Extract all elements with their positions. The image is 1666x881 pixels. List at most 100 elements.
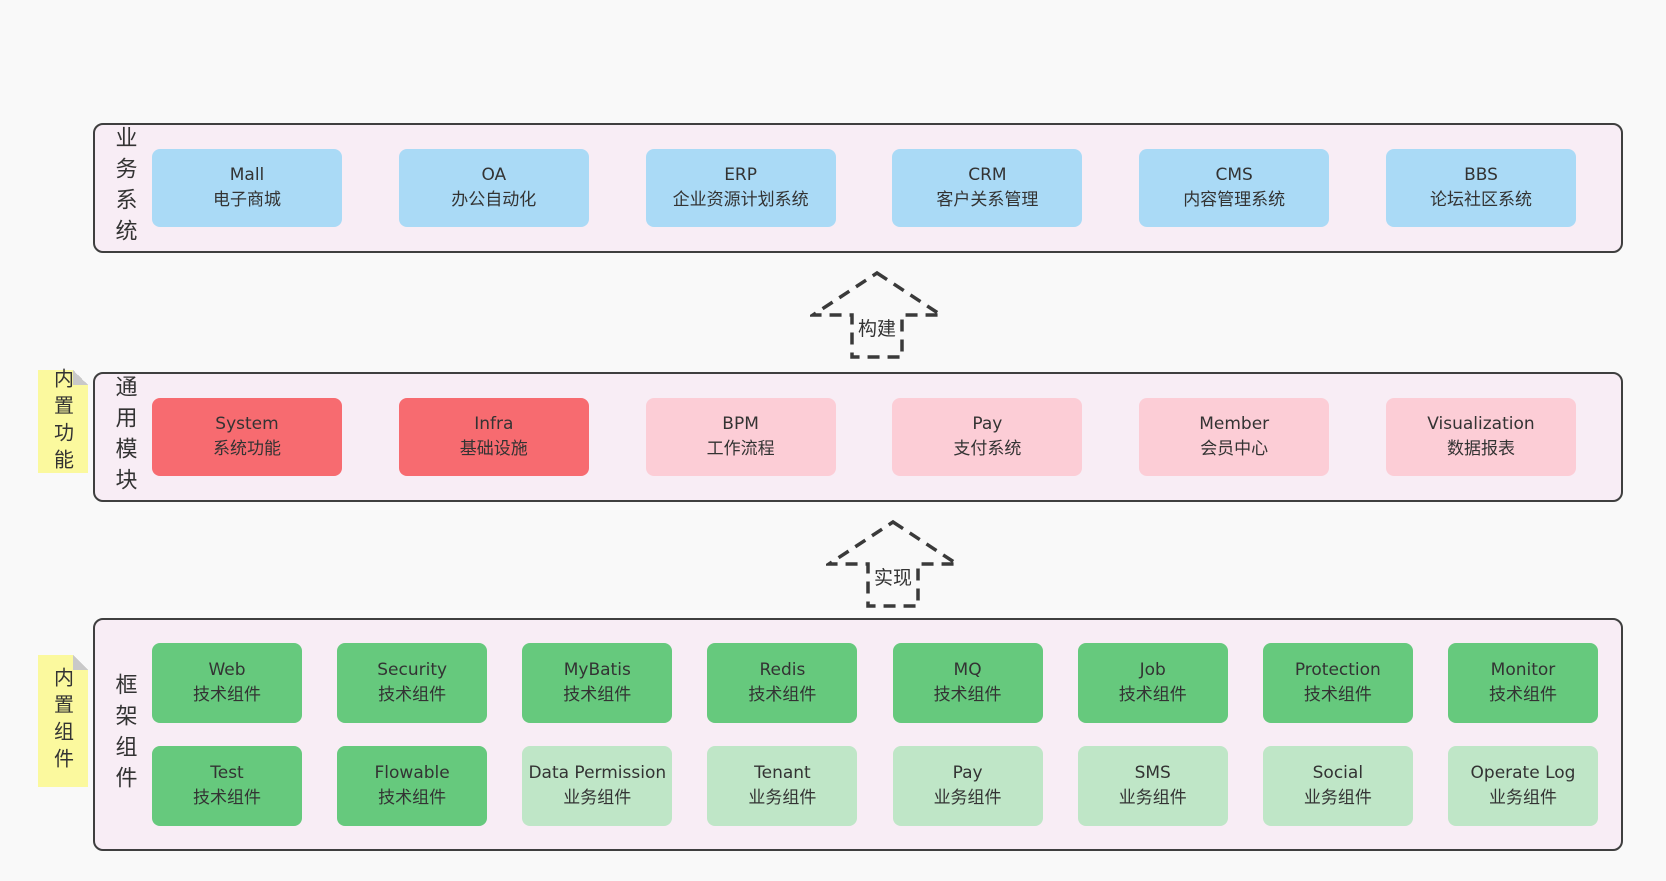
- module-box-oa: OA 办公自动化: [398, 149, 589, 227]
- box-title: Monitor: [1490, 660, 1556, 681]
- box-subtitle: 技术组件: [1303, 685, 1372, 705]
- box-title: Social: [1312, 763, 1364, 784]
- box-subtitle: 业务组件: [748, 788, 817, 808]
- box-subtitle: 技术组件: [748, 685, 817, 705]
- box-title: Web: [208, 660, 246, 681]
- box-subtitle: 业务组件: [1488, 788, 1557, 808]
- module-box-monitor: Monitor 技术组件: [1447, 643, 1598, 723]
- arrow-build: 构建: [810, 270, 944, 360]
- box-title: Pay: [952, 763, 983, 784]
- box-subtitle: 业务组件: [1118, 788, 1187, 808]
- box-subtitle: 企业资源计划系统: [672, 190, 809, 210]
- module-box-member: Member 会员中心: [1139, 398, 1330, 476]
- box-title: Test: [210, 763, 244, 784]
- box-subtitle: 客户关系管理: [936, 190, 1039, 210]
- box-title: Infra: [474, 414, 514, 435]
- arrow-implement-label: 实现: [869, 563, 917, 590]
- module-box-mybatis: MyBatis 技术组件: [522, 643, 673, 723]
- module-box-pay: Pay 业务组件: [892, 746, 1043, 826]
- section-label-framework: 框架组件: [95, 620, 152, 849]
- section-label-text: 框架组件: [111, 672, 137, 797]
- sticky-note-text: 内置组件: [50, 667, 75, 775]
- box-title: Redis: [759, 660, 806, 681]
- module-box-web: Web 技术组件: [152, 643, 302, 723]
- box-subtitle: 工作流程: [706, 439, 775, 459]
- box-subtitle: 内容管理系统: [1183, 190, 1286, 210]
- box-subtitle: 办公自动化: [451, 190, 537, 210]
- arrow-build-label: 构建: [853, 314, 901, 341]
- sticky-note-builtin-features: 内置功能: [38, 367, 88, 476]
- box-subtitle: 业务组件: [1303, 788, 1372, 808]
- section-label-modules: 通用模块: [95, 374, 152, 500]
- box-subtitle: 会员中心: [1200, 439, 1269, 459]
- box-title: Visualization: [1427, 414, 1535, 435]
- module-box-sms: SMS 业务组件: [1077, 746, 1228, 826]
- box-title: OA: [481, 165, 507, 186]
- module-box-test: Test 技术组件: [152, 746, 302, 826]
- sticky-note-builtin-components: 内置组件: [38, 655, 88, 787]
- box-title: MQ: [953, 660, 982, 681]
- section-label-text: 业务系统: [111, 126, 137, 250]
- box-title: CMS: [1215, 165, 1253, 186]
- box-subtitle: 电子商城: [213, 190, 281, 210]
- module-box-operate-log: Operate Log 业务组件: [1447, 746, 1598, 826]
- dashed-up-arrow-icon: [826, 519, 960, 608]
- box-subtitle: 数据报表: [1446, 439, 1515, 459]
- module-box-visualization: Visualization 数据报表: [1385, 398, 1576, 476]
- box-title: BPM: [722, 414, 759, 435]
- box-subtitle: 技术组件: [378, 788, 447, 808]
- module-box-bbs: BBS 论坛社区系统: [1385, 149, 1576, 227]
- box-subtitle: 论坛社区系统: [1429, 190, 1532, 210]
- sticky-fold-icon: [73, 370, 88, 385]
- box-subtitle: 技术组件: [933, 685, 1002, 705]
- module-box-mq: MQ 技术组件: [892, 643, 1043, 723]
- box-title: Operate Log: [1470, 763, 1576, 784]
- box-subtitle: 技术组件: [1118, 685, 1187, 705]
- section-label-text: 通用模块: [111, 375, 137, 499]
- box-title: System: [215, 414, 279, 435]
- box-title: Mall: [229, 165, 265, 186]
- box-title: SMS: [1134, 763, 1171, 784]
- box-title: BBS: [1464, 165, 1498, 186]
- box-subtitle: 业务组件: [933, 788, 1002, 808]
- module-box-bpm: BPM 工作流程: [645, 398, 836, 476]
- box-subtitle: 技术组件: [193, 788, 261, 808]
- box-title: Member: [1199, 414, 1270, 435]
- module-box-crm: CRM 客户关系管理: [892, 149, 1083, 227]
- module-box-redis: Redis 技术组件: [707, 643, 858, 723]
- dashed-up-arrow-icon: [810, 270, 944, 359]
- box-subtitle: 基础设施: [459, 439, 528, 459]
- box-subtitle: 技术组件: [193, 685, 261, 705]
- module-box-infra: Infra 基础设施: [398, 398, 589, 476]
- module-box-flowable: Flowable 技术组件: [337, 746, 488, 826]
- box-title: Tenant: [754, 763, 811, 784]
- module-box-cms: CMS 内容管理系统: [1139, 149, 1330, 227]
- box-title: MyBatis: [563, 660, 631, 681]
- module-box-tenant: Tenant 业务组件: [707, 746, 858, 826]
- module-box-job: Job 技术组件: [1077, 643, 1228, 723]
- box-subtitle: 技术组件: [1488, 685, 1557, 705]
- box-subtitle: 系统功能: [213, 439, 281, 459]
- box-title: CRM: [968, 165, 1007, 186]
- module-box-social: Social 业务组件: [1262, 746, 1413, 826]
- box-title: Job: [1139, 660, 1166, 681]
- box-title: Flowable: [374, 763, 450, 784]
- box-subtitle: 技术组件: [563, 685, 632, 705]
- sticky-note-text: 内置功能: [50, 367, 75, 476]
- section-label-business: 业务系统: [95, 125, 152, 251]
- module-box-system: System 系统功能: [152, 398, 342, 476]
- box-subtitle: 支付系统: [953, 439, 1022, 459]
